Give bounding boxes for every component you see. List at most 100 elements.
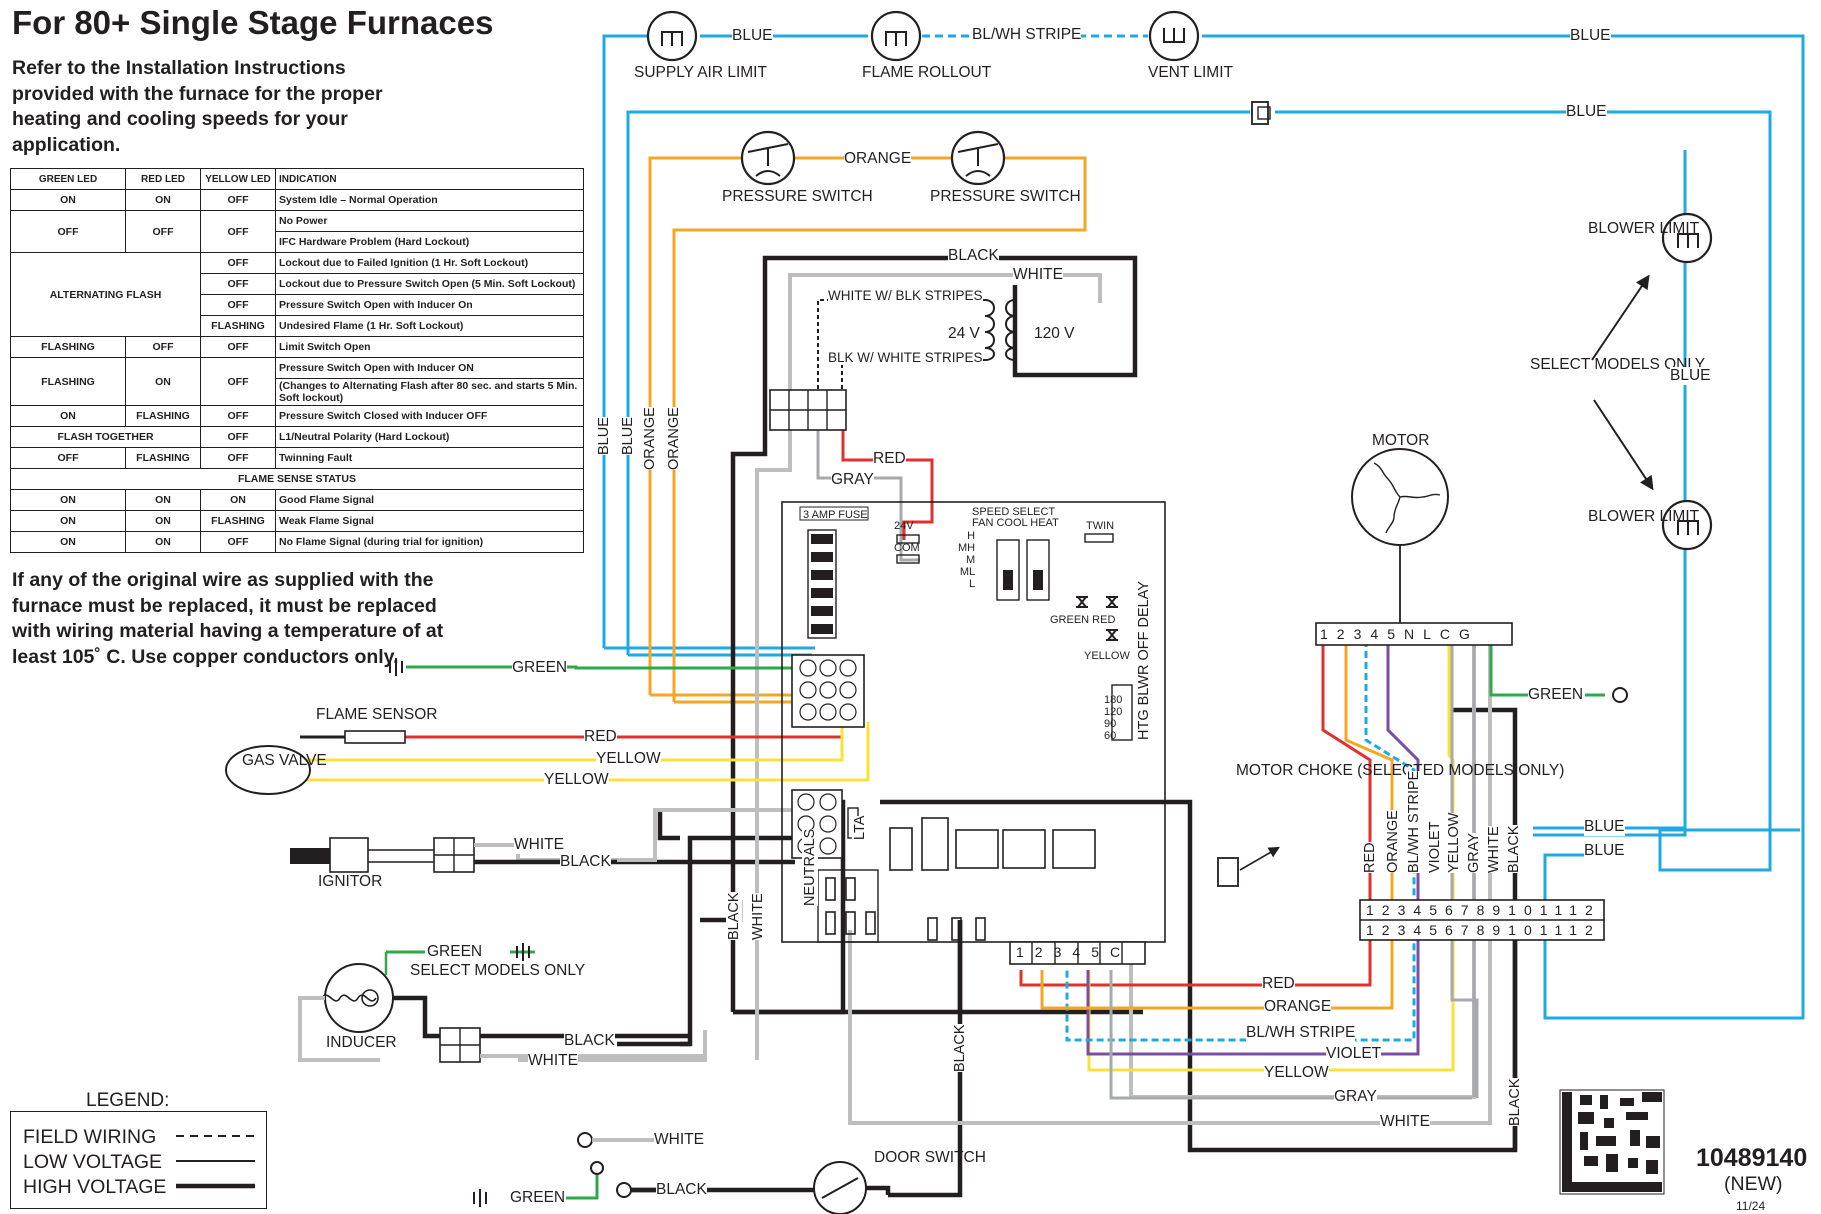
cell-indication: No Power (275, 210, 584, 232)
gas-valve-label: GAS VALVE (242, 752, 327, 769)
cell-green: ON (10, 189, 126, 211)
wire-label-black: BLACK (560, 853, 611, 871)
table-row: FLASHING OFF OFF Limit Switch Open (10, 336, 584, 358)
reference-note: Refer to the Installation Instructions p… (12, 57, 383, 156)
legend-field-wiring: FIELD WIRING (23, 1126, 157, 1148)
table-row: FLASHING Undesired Flame (1 Hr. Soft Loc… (11, 315, 584, 337)
door-switch-label: DOOR SWITCH (874, 1149, 986, 1166)
wire-label-white: WHITE (1486, 826, 1502, 873)
table-row: (Changes to Alternating Flash after 80 s… (11, 378, 584, 406)
cell-green: ON (10, 489, 126, 511)
cell-red: OFF (125, 210, 201, 253)
cell-yellow: OFF (200, 357, 276, 406)
cell-green: FLASH TOGETHER (10, 426, 201, 448)
wire-label-blue: BLUE (1670, 367, 1711, 385)
wire-label-blwh: BL/WH STRIPE (1246, 1024, 1356, 1042)
wire-label-gray: GRAY (1334, 1088, 1377, 1106)
legend-title: LEGEND: (86, 1090, 170, 1111)
limit-switches (646, 10, 1713, 551)
cell-yellow: OFF (200, 531, 276, 553)
orange-wires (648, 156, 1087, 704)
table-row: ON ON OFF No Flame Signal (during trial … (10, 531, 584, 553)
cell-red: ON (125, 531, 201, 553)
document-number: 10489140 (1696, 1144, 1808, 1172)
table-row: OFF FLASHING OFF Twinning Fault (10, 447, 584, 469)
table-row: ON ON ON Good Flame Signal (10, 489, 584, 511)
wire-label-blk-white-stripes: BLK W/ WHITE STRIPES (828, 350, 983, 365)
green-red-led-label: GREEN RED (1050, 614, 1116, 626)
cell-green: OFF (10, 210, 126, 253)
nine-pin-plug (791, 654, 865, 728)
ground-symbols (389, 658, 530, 1207)
cell-green: FLASHING (10, 336, 126, 358)
table-row: ON ON FLASHING Weak Flame Signal (10, 510, 584, 532)
wire-label-green: GREEN (1528, 686, 1584, 704)
table-row: ON FLASHING OFF Pressure Switch Closed w… (10, 405, 584, 427)
wire-label-black: BLACK (952, 1024, 968, 1072)
com-terminal-label: COM (894, 542, 920, 554)
select-models-label: SELECT MODELS ONLY (1530, 356, 1706, 373)
cell-red: ON (125, 489, 201, 511)
cell-green: ON (10, 510, 126, 532)
cell-yellow: OFF (200, 426, 276, 448)
header-red-led: RED LED (125, 168, 201, 190)
table-row: FLASH TOGETHER OFF L1/Neutral Polarity (… (10, 426, 584, 448)
wire-label-yellow: YELLOW (1264, 1064, 1329, 1082)
yellow-led-label: YELLOW (1084, 650, 1130, 662)
cell-indication: L1/Neutral Polarity (Hard Lockout) (275, 426, 584, 448)
twelve-pin-row-top: 123456789101112 (1366, 902, 1601, 918)
wire-label-violet: VIOLET (1326, 1045, 1382, 1063)
cell-red: FLASHING (125, 405, 201, 427)
cell-green: OFF (10, 447, 126, 469)
table-row: OFF Pressure Switch Open with Inducer On (11, 294, 584, 316)
cell-indication: Pressure Switch Closed with Inducer OFF (275, 405, 584, 427)
wire-label-white: WHITE (528, 1052, 578, 1070)
transformer-24v-label: 24 V (948, 325, 980, 342)
fan-cool-heat-label: FAN COOL HEAT (972, 517, 1059, 529)
cell-yellow: OFF (200, 294, 276, 316)
wire-label-black: BLACK (656, 1181, 707, 1199)
ignitor-label: IGNITOR (318, 873, 383, 890)
cell-green: FLASHING (10, 357, 126, 406)
legend-low-voltage: LOW VOLTAGE (23, 1151, 163, 1173)
wire-label-orange: ORANGE (1264, 998, 1332, 1016)
wire-label-blue: BLUE (1584, 818, 1625, 836)
cell-yellow: FLASHING (200, 510, 276, 532)
cell-yellow: ON (200, 489, 276, 511)
supply-air-limit-label: SUPPLY AIR LIMIT (634, 64, 767, 81)
cell-indication: Undesired Flame (1 Hr. Soft Lockout) (275, 315, 584, 337)
wire-label-black: BLACK (1507, 1078, 1523, 1126)
transformer-120v-label: 120 V (1034, 325, 1075, 342)
neutrals-label: NEUTRALS (802, 828, 818, 906)
wire-label-white: WHITE (514, 836, 564, 854)
wire-label-violet: VIOLET (1427, 821, 1443, 873)
motor-plug (1315, 622, 1513, 646)
fuse-label: 3 AMP FUSE (803, 509, 868, 521)
cell-red: FLASHING (125, 447, 201, 469)
wire-label-red: RED (1362, 842, 1378, 873)
cell-indication: System Idle – Normal Operation (275, 189, 584, 211)
table-row: ON ON OFF System Idle – Normal Operation (10, 189, 584, 211)
speed-select-label: SPEED SELECT (972, 506, 1056, 518)
wire-label-white: WHITE (750, 893, 766, 940)
table-row: OFF Lockout due to Pressure Switch Open … (11, 273, 584, 295)
wire-label-red: RED (584, 728, 617, 746)
twin-label: TWIN (1086, 520, 1115, 532)
cell-yellow: OFF (200, 210, 276, 253)
wire-label-black: BLACK (948, 247, 999, 265)
wire-label-orange: ORANGE (666, 407, 682, 470)
pressure-switch-label: PRESSURE SWITCH (722, 188, 873, 205)
wire-label-blue: BLUE (620, 417, 636, 455)
cell-yellow: OFF (200, 189, 276, 211)
wire-label-green: GREEN (512, 659, 568, 677)
wire-label-orange: ORANGE (1385, 810, 1401, 873)
cell-yellow: OFF (200, 447, 276, 469)
legend-box: FIELD WIRING LOW VOLTAGE HIGH VOLTAGE (10, 1111, 267, 1209)
flame-sense-heading: FLAME SENSE STATUS (10, 468, 584, 490)
wire-label-white: WHITE (1380, 1113, 1430, 1131)
cell-indication: Lockout due to Failed Ignition (1 Hr. So… (275, 252, 584, 274)
